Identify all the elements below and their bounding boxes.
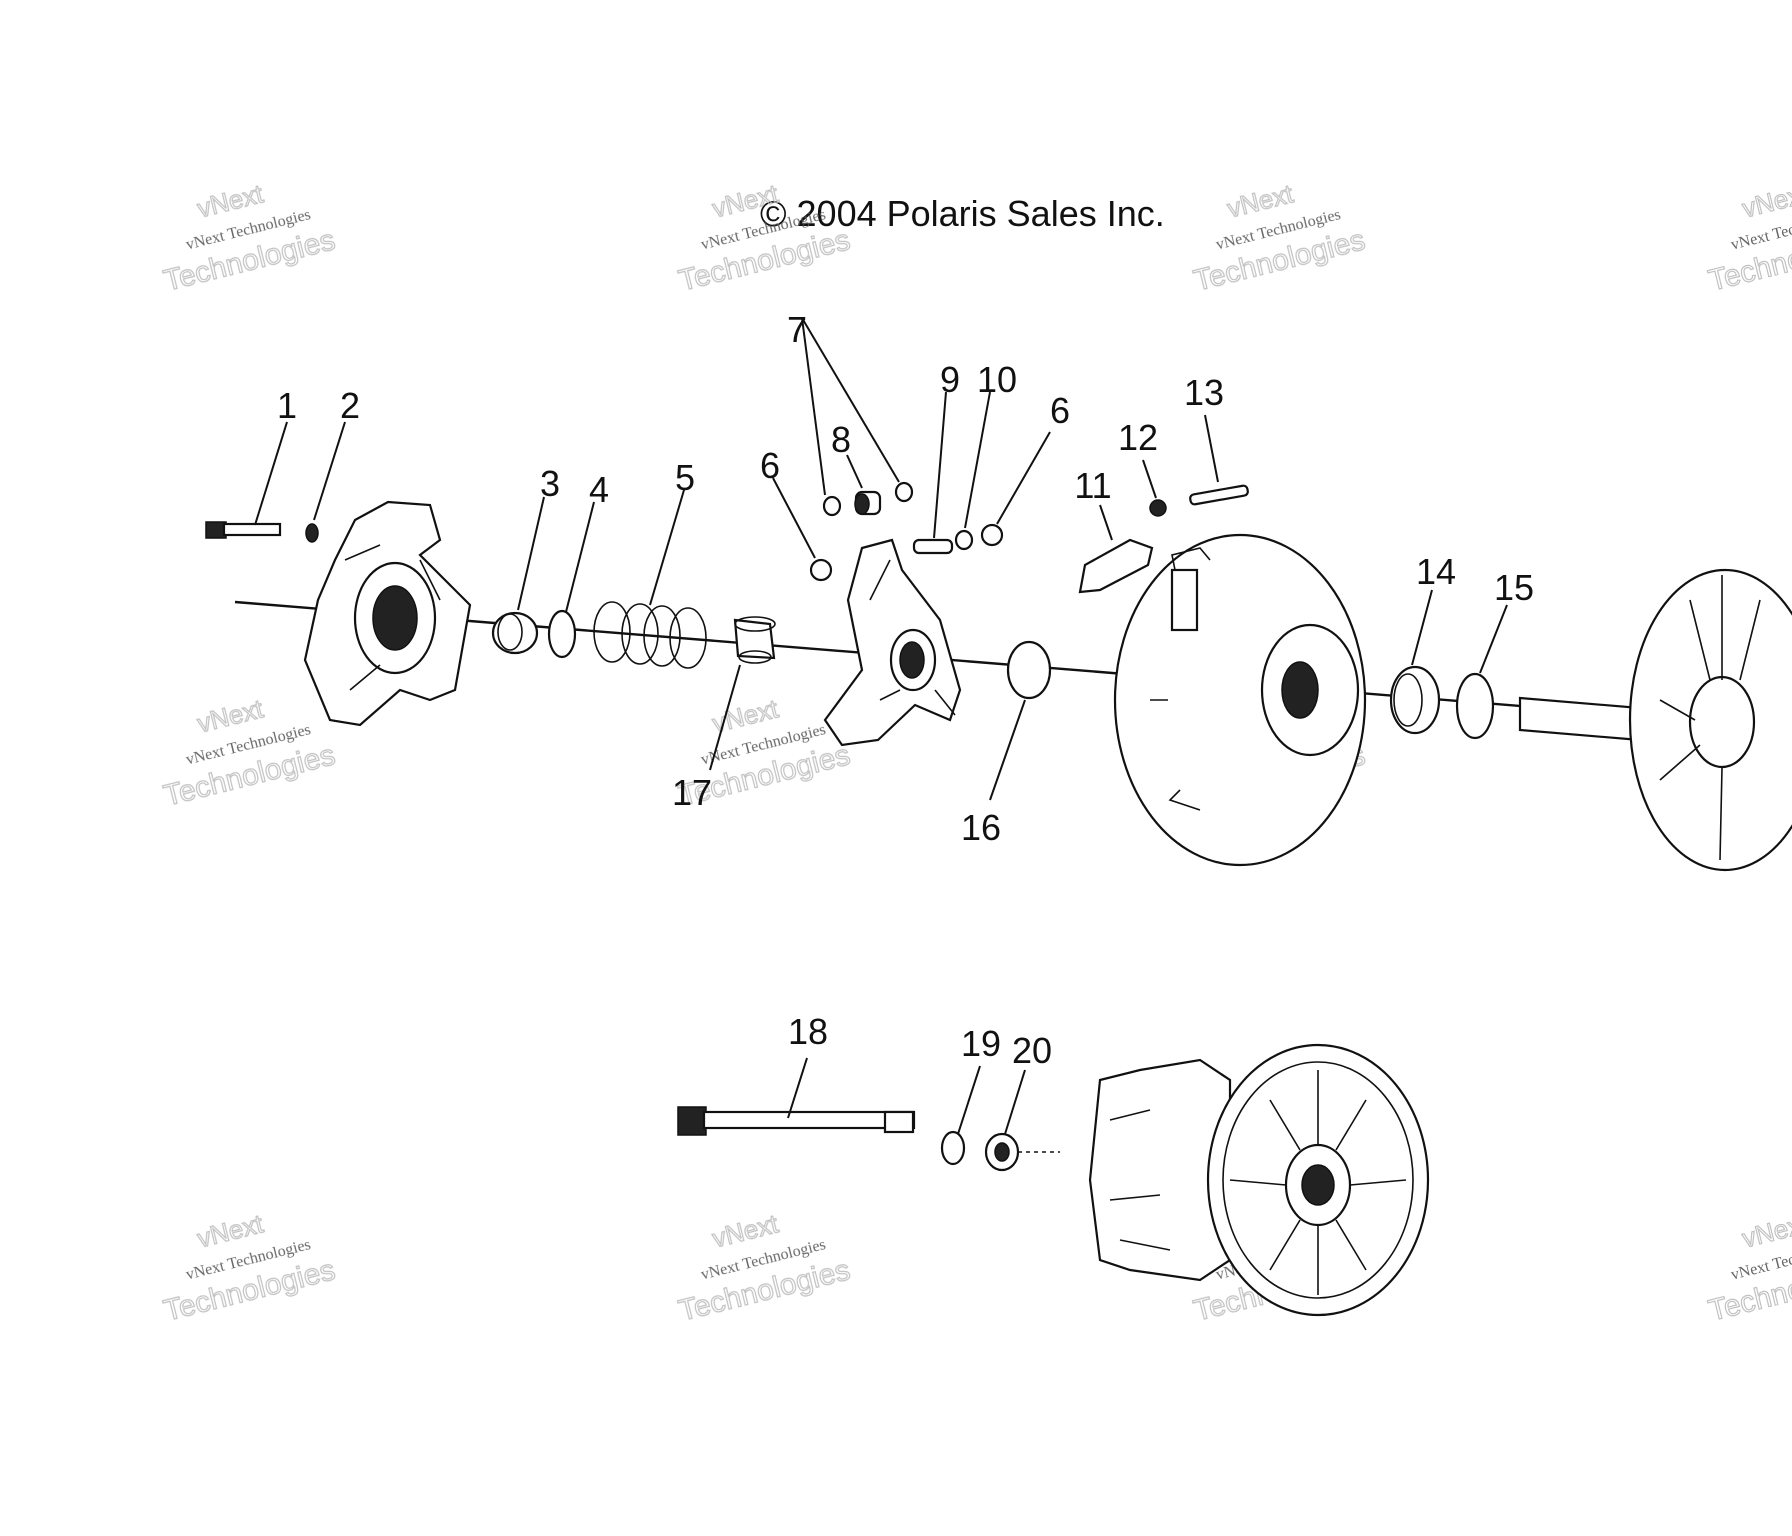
part-15-ring — [1455, 672, 1495, 740]
callout-9: 9 — [940, 359, 960, 400]
part-7-washer-right — [894, 481, 914, 503]
svg-text:vNext: vNext — [709, 1208, 781, 1253]
callout-2: 2 — [340, 385, 360, 426]
part-19-washer — [940, 1130, 966, 1166]
part-5-spring — [593, 601, 707, 669]
watermark: vNext vNext Technologies Technologies — [1705, 178, 1792, 299]
part-9-pin — [912, 538, 954, 555]
svg-text:vNext: vNext — [194, 693, 266, 738]
svg-text:vNext: vNext — [1739, 178, 1792, 223]
part-18-bolt — [677, 1106, 916, 1136]
part-11-weight — [1078, 538, 1154, 594]
part-17-bushing — [733, 616, 776, 664]
callout-14: 14 — [1416, 551, 1456, 592]
callout-15: 15 — [1494, 567, 1534, 608]
part-2-nut — [305, 523, 319, 543]
assembled-clutch — [1088, 1043, 1430, 1317]
callout-7: 7 — [787, 309, 807, 350]
callout-3: 3 — [540, 463, 560, 504]
svg-text:vNext: vNext — [1224, 178, 1296, 223]
watermark: vNext vNext Technologies Technologies — [1705, 1208, 1792, 1329]
callout-8: 8 — [831, 419, 851, 460]
svg-text:vNext: vNext — [1739, 1208, 1792, 1253]
callout-18: 18 — [788, 1011, 828, 1052]
moveable-sheave — [1113, 533, 1367, 867]
watermark: vNext vNext Technologies Technologies — [1190, 178, 1369, 299]
watermark: vNext vNext Technologies Technologies — [160, 1208, 339, 1329]
part-6-roller-right — [980, 523, 1004, 547]
callout-13: 13 — [1184, 372, 1224, 413]
part-6-roller-left — [809, 558, 833, 582]
callout-19: 19 — [961, 1023, 1001, 1064]
callout-10: 10 — [977, 359, 1017, 400]
part-7-washer-left — [822, 495, 842, 517]
callout-12: 12 — [1118, 417, 1158, 458]
callout-16: 16 — [961, 807, 1001, 848]
svg-text:vNext: vNext — [194, 1208, 266, 1253]
fixed-sheave-shaft — [1518, 568, 1792, 872]
part-12-nut — [1149, 499, 1167, 517]
part-10-washer — [954, 529, 974, 551]
watermark: vNext vNext Technologies Technologies — [675, 178, 854, 299]
callout-6-right: 6 — [1050, 390, 1070, 431]
svg-text:vNext: vNext — [194, 178, 266, 223]
part-3-bushing — [491, 611, 539, 655]
part-16-ring — [1006, 640, 1052, 700]
spider-center — [823, 538, 962, 747]
callout-17: 17 — [672, 772, 712, 813]
callout-6-left: 6 — [760, 445, 780, 486]
part-4-ring — [547, 609, 577, 659]
watermark: vNext vNext Technologies Technologies — [675, 1208, 854, 1329]
leader-lines — [254, 317, 1508, 1135]
callout-1: 1 — [277, 385, 297, 426]
part-14-bushing — [1389, 665, 1441, 735]
part-1-bolt — [205, 521, 282, 539]
part-8-roller — [854, 490, 882, 516]
part-20-nut — [984, 1132, 1020, 1172]
copyright-text: © 2004 Polaris Sales Inc. — [760, 193, 1165, 234]
callout-11: 11 — [1074, 465, 1111, 506]
watermark-group: vNext vNext Technologies Technologies vN… — [160, 178, 1792, 1329]
callout-5: 5 — [675, 457, 695, 498]
watermark: vNext vNext Technologies Technologies — [160, 178, 339, 299]
callout-20: 20 — [1012, 1030, 1052, 1071]
watermark: vNext vNext Technologies Technologies — [160, 693, 339, 814]
cover-spider — [303, 500, 472, 727]
callout-labels: 1 2 3 4 5 6 7 8 9 10 6 11 12 13 14 15 16… — [277, 309, 1534, 1071]
callout-4: 4 — [589, 469, 609, 510]
part-13-pin — [1189, 484, 1249, 506]
